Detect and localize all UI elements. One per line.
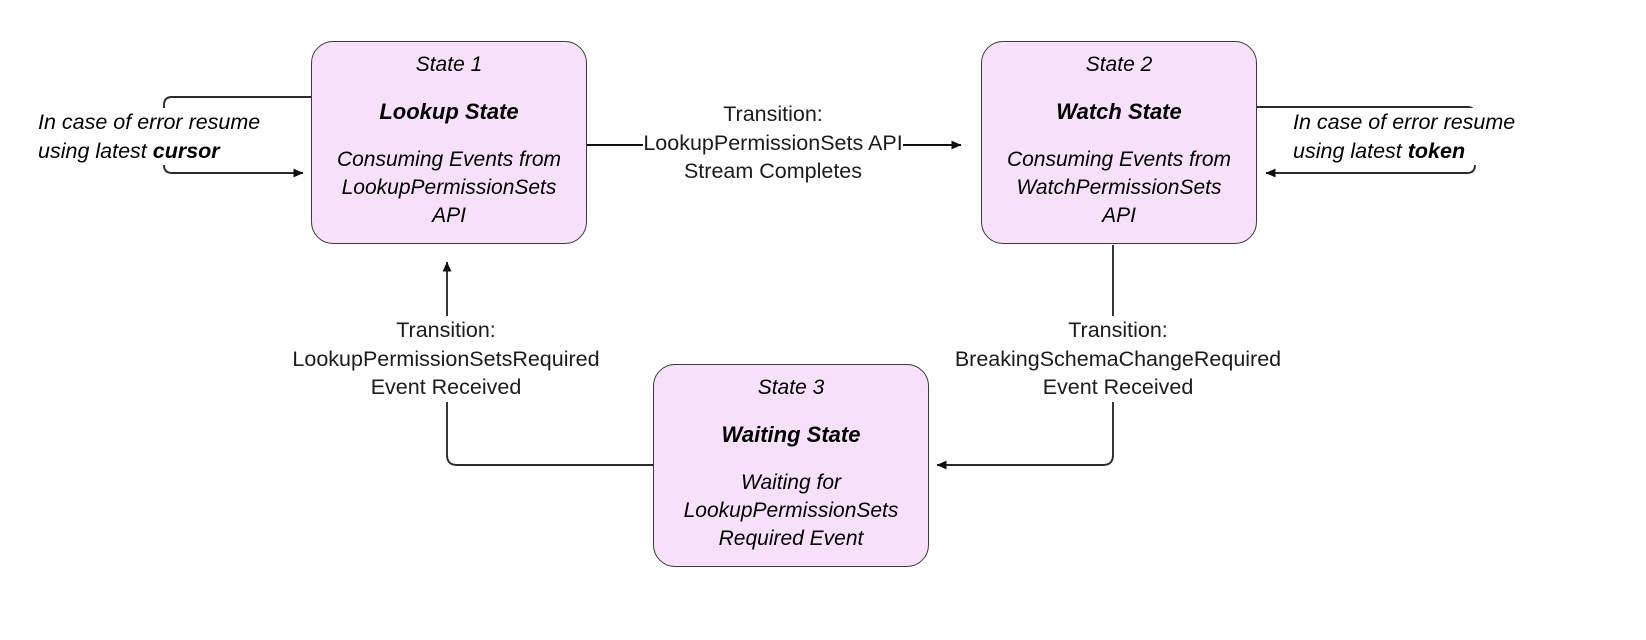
state-1-id: State 1 — [415, 53, 483, 76]
state-3-description: Waiting for LookupPermissionSets Require… — [683, 471, 899, 550]
state-3-name: Waiting State — [721, 422, 861, 448]
self-loop-note-state1: In case of error resume using latest cur… — [38, 108, 286, 166]
transition-label-state3-to-state1: Transition: LookupPermissionSetsRequired… — [278, 316, 614, 402]
state-2-id: State 2 — [1085, 53, 1153, 76]
transition-label-state2-to-state3: Transition: BreakingSchemaChangeRequired… — [943, 316, 1293, 402]
self-loop-note-state1-text: In case of error resume using latest — [38, 110, 261, 163]
state-1-description: Consuming Events from LookupPermissionSe… — [336, 148, 562, 227]
state-3-id: State 3 — [757, 376, 825, 399]
self-loop-note-state2-text: In case of error resume using latest — [1293, 110, 1516, 163]
transition-label-state1-to-state2: Transition: LookupPermissionSets API Str… — [643, 100, 903, 186]
state-node-state-2[interactable]: State 2 Watch State Consuming Events fro… — [981, 41, 1257, 244]
state-2-description: Consuming Events from WatchPermissionSet… — [1006, 148, 1232, 227]
state-node-state-1[interactable]: State 1 Lookup State Consuming Events fr… — [311, 41, 587, 244]
state-node-state-3[interactable]: State 3 Waiting State Waiting for Lookup… — [653, 364, 929, 567]
self-loop-note-state2-keyword: token — [1407, 138, 1466, 163]
self-loop-note-state2: In case of error resume using latest tok… — [1293, 108, 1545, 166]
self-loop-note-state1-keyword: cursor — [152, 138, 220, 163]
state-2-name: Watch State — [1056, 99, 1182, 125]
state-1-name: Lookup State — [379, 99, 519, 125]
